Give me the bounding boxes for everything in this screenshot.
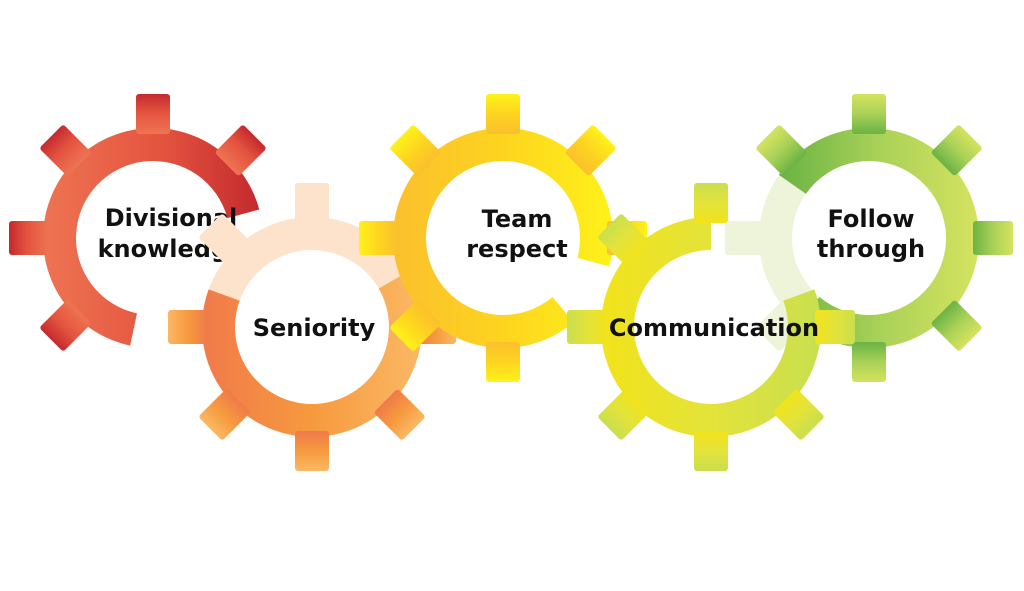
gear-communication: Communication: [567, 183, 855, 471]
gear-label-line: Team: [482, 205, 553, 233]
gear-team-respect: Team respect: [359, 94, 647, 382]
gear-label-line: Follow: [827, 205, 914, 233]
gear-label-line: Seniority: [253, 314, 376, 342]
gear-label-line: through: [817, 235, 925, 263]
gear-icon: [9, 94, 266, 351]
gear-icon: [725, 94, 1013, 382]
gear-label-line: Communication: [609, 314, 819, 342]
gear-icon: [359, 94, 647, 382]
gear-follow-through: Follow through: [725, 94, 1013, 382]
gear-label-line: respect: [466, 235, 568, 263]
gear-seniority: Seniority: [168, 183, 456, 471]
gear-icon: [567, 183, 855, 471]
gear-icon: [168, 183, 456, 471]
